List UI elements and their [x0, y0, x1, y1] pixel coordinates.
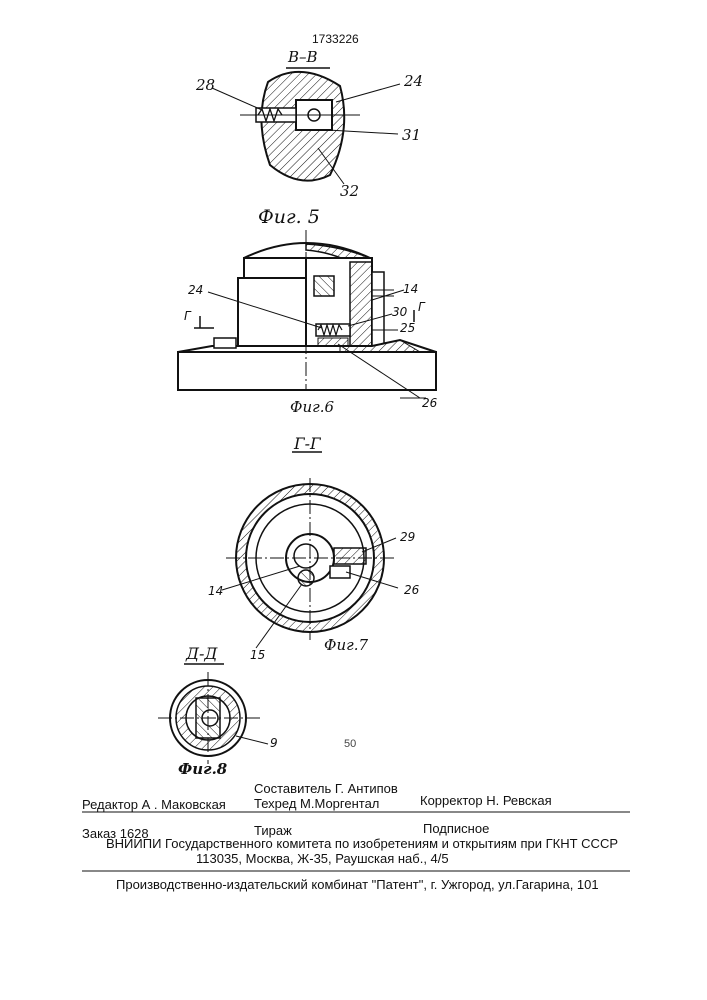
compiler-credit: Составитель Г. Антипов [254, 781, 398, 796]
figure-8-caption: Фиг.8 [178, 760, 227, 778]
corrector-credit: Корректор Н. Ревская [420, 793, 552, 808]
figure-8-label-9: 9 [270, 736, 278, 750]
subscription-label: Подписное [423, 821, 489, 836]
figure-7-label-15: 15 [250, 648, 265, 662]
editor-credit: Редактор А . Маковская [82, 797, 226, 812]
figure-5-label-31: 31 [402, 126, 421, 144]
figure-7-drawing [222, 452, 398, 648]
institute-name: ВНИИПИ Государственного комитета по изоб… [106, 836, 618, 851]
figure-5-label-32: 32 [340, 182, 359, 200]
figure-6-label-26: 26 [422, 396, 437, 410]
figure-6-label-g-left: Г [184, 309, 191, 323]
figure-5-caption: Фиг. 5 [258, 206, 320, 228]
stray-mark: 50 [344, 738, 356, 750]
figure-6-label-24: 24 [188, 283, 203, 297]
figure-8-section-label: Д-Д [186, 644, 217, 663]
figure-6-label-25: 25 [400, 321, 415, 335]
figure-5-label-24: 24 [404, 72, 423, 90]
figure-7-label-26: 26 [404, 583, 419, 597]
figure-7-section-label: Г-Г [294, 434, 321, 453]
techred-credit: Техред М.Моргентал [254, 796, 379, 811]
publisher-info: Производственно-издательский комбинат "П… [116, 877, 599, 892]
figure-7-label-14: 14 [208, 584, 223, 598]
figure-6-label-14: 14 [403, 282, 418, 296]
figure-8-drawing [158, 664, 268, 764]
figure-6-label-g-right: Г [418, 300, 425, 314]
figure-6-caption: Фиг.6 [290, 398, 334, 416]
figure-5-drawing [212, 68, 400, 184]
figure-5-section-label: В–В [288, 48, 318, 66]
figure-5-label-28: 28 [196, 76, 215, 94]
figure-7-caption: Фиг.7 [324, 636, 368, 654]
institute-address: 113035, Москва, Ж-35, Раушская наб., 4/5 [196, 851, 449, 866]
figure-6-label-30: 30 [392, 305, 407, 319]
figure-7-label-29: 29 [400, 530, 415, 544]
